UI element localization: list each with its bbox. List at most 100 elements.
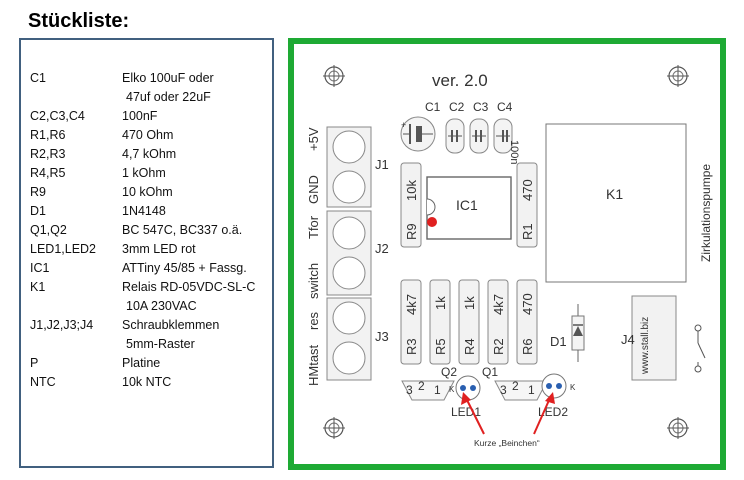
bom-value: Schraubklemmen [122, 318, 220, 332]
mounting-hole-icon [323, 65, 345, 87]
q2-pin3: 3 [406, 383, 413, 397]
bom-row: NTC 10k NTC [21, 375, 272, 393]
d1-label: D1 [550, 334, 567, 349]
bom-value: 10 kOhm [122, 185, 173, 199]
bom-row: P Platine [21, 356, 272, 374]
relay-k1: K1 [545, 123, 687, 283]
q2-pin1: 1 [434, 383, 441, 397]
short-legs-annotation: Kurze „Beinchen“ [474, 438, 540, 448]
bom-ref: NTC [30, 375, 56, 389]
r5-ref: R5 [433, 338, 448, 355]
j3-label: J3 [375, 329, 389, 344]
bom-ref: C2,C3,C4 [30, 109, 85, 123]
pin1-marker-dot [427, 217, 437, 227]
resistor-r5: 1k R5 [429, 279, 451, 365]
c4-value: 100n [508, 140, 520, 164]
terminal-label-hmtast: HMtast [306, 344, 321, 386]
bill-of-materials-panel: C1 Elko 100uF oder 47uf oder 22uF C2,C3,C4 1… [19, 38, 274, 468]
website-label: www.stall.biz [640, 317, 651, 375]
bom-value: 100nF [122, 109, 158, 123]
bom-row: 10A 230VAC [21, 299, 272, 317]
r1-value: 470 [520, 179, 535, 201]
bom-row: 47uf oder 22uF [21, 90, 272, 108]
r2-ref: R2 [491, 338, 506, 355]
c3-label: C3 [473, 100, 489, 114]
bom-value: 5mm-Raster [126, 337, 195, 351]
led2-k: K [570, 383, 576, 392]
bom-value: 10k NTC [122, 375, 172, 389]
bom-row: J1,J2,J3;J4 Schraubklemmen [21, 318, 272, 336]
ic-socket: IC1 [426, 176, 512, 240]
bom-value: Platine [122, 356, 161, 370]
q1-label: Q1 [482, 365, 498, 379]
terminal-label-gnd: GND [306, 175, 321, 204]
resistor-r4: 1k R4 [458, 279, 480, 365]
c4-label: C4 [497, 100, 513, 114]
terminal-label-plus5v: +5V [306, 127, 321, 151]
ceramic-capacitor-icon [469, 118, 489, 154]
j4-label: J4 [621, 332, 635, 347]
mounting-hole-icon [667, 65, 689, 87]
diode-icon [571, 304, 585, 362]
bom-row: Q1,Q2 BC 547C, BC337 o.ä. [21, 223, 272, 241]
bom-value: 4,7 kOhm [122, 147, 177, 161]
bom-value: Elko 100uF oder [122, 71, 214, 85]
k1-label: K1 [606, 186, 623, 202]
r6-ref: R6 [520, 338, 535, 355]
version-label: ver. 2.0 [432, 71, 488, 90]
resistor-r1: 470 R1 [516, 162, 538, 248]
arrow-icon [533, 392, 555, 435]
resistor-r6: 470 R6 [516, 279, 538, 365]
bom-row: IC1 ATTiny 45/85 + Fassg. [21, 261, 272, 279]
led1-icon [455, 375, 481, 401]
bom-value: BC 547C, BC337 o.ä. [122, 223, 243, 237]
terminal-label-switch: switch [306, 263, 321, 299]
led2-icon [541, 373, 567, 399]
ceramic-capacitor-icon [445, 118, 465, 154]
ceramic-capacitor-icon [493, 118, 513, 154]
bom-value: ATTiny 45/85 + Fassg. [122, 261, 247, 275]
q1-pin2: 2 [512, 379, 519, 393]
bom-value: 47uf oder 22uF [126, 90, 211, 104]
ic1-label: IC1 [456, 197, 478, 213]
r4-value: 1k [462, 296, 477, 310]
terminal-block-j4: www.stall.biz [631, 295, 677, 381]
transistor-q2: 3 2 1 [401, 379, 455, 401]
bom-ref: K1 [30, 280, 46, 294]
bom-value: 3mm LED rot [122, 242, 196, 256]
r9-ref: R9 [404, 223, 419, 240]
resistor-r2: 4k7 R2 [487, 279, 509, 365]
q1-pin1: 1 [528, 383, 535, 397]
terminal-block-j2 [326, 210, 372, 296]
led1-k: K [449, 385, 455, 394]
bom-value: Relais RD-05VDC-SL-C [122, 280, 256, 294]
r9-value: 10k [404, 180, 419, 201]
bom-ref: J1,J2,J3;J4 [30, 318, 94, 332]
bom-row: C2,C3,C4 100nF [21, 109, 272, 127]
r5-value: 1k [433, 296, 448, 310]
mounting-hole-icon [323, 417, 345, 439]
r2-value: 4k7 [491, 294, 506, 315]
bom-value: 10A 230VAC [126, 299, 197, 313]
j2-label: J2 [375, 241, 389, 256]
terminal-block-j3 [326, 297, 372, 381]
r1-ref: R1 [520, 223, 535, 240]
bom-ref: IC1 [30, 261, 50, 275]
bom-ref: Q1,Q2 [30, 223, 67, 237]
bom-ref: C1 [30, 71, 46, 85]
mounting-hole-icon [667, 417, 689, 439]
resistor-r3: 4k7 R3 [400, 279, 422, 365]
bom-row: K1 Relais RD-05VDC-SL-C [21, 280, 272, 298]
r4-ref: R4 [462, 338, 477, 355]
electrolytic-capacitor-icon: + [400, 116, 436, 152]
c2-label: C2 [449, 100, 465, 114]
r3-ref: R3 [404, 338, 419, 355]
bom-value: 1 kOhm [122, 166, 166, 180]
r6-value: 470 [520, 293, 535, 315]
bom-ref: P [30, 356, 39, 370]
